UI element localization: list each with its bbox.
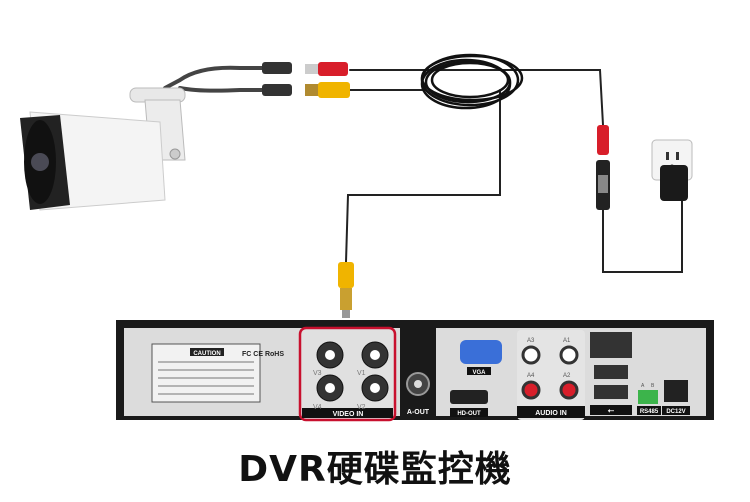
channel-label: V4 bbox=[313, 404, 322, 411]
power-adapter-line bbox=[602, 199, 683, 273]
rca-ports bbox=[521, 345, 579, 400]
audio-channel-label: A1 bbox=[563, 338, 571, 344]
bnc-video-connector bbox=[338, 262, 354, 318]
power-connector-red bbox=[318, 62, 348, 76]
camera-cable-upper bbox=[163, 65, 267, 90]
lan-port bbox=[590, 332, 632, 358]
channel-label: V3 bbox=[313, 370, 322, 377]
cable-coil bbox=[420, 53, 524, 110]
rs485-terminal bbox=[638, 390, 658, 404]
page-title: DVR硬碟監控機 bbox=[238, 449, 512, 490]
hd-out-label: HD-OUT bbox=[457, 411, 481, 417]
a-out-label: A-OUT bbox=[407, 409, 430, 416]
channel-label: V2 bbox=[357, 404, 366, 411]
dc12v-label: DC12V bbox=[666, 409, 685, 415]
power-adapter bbox=[651, 139, 693, 201]
video-connector-yellow bbox=[318, 82, 350, 98]
usb-icon: ⭠ bbox=[608, 406, 615, 415]
caution-label: CAUTION bbox=[193, 351, 220, 357]
audio-channel-label: A2 bbox=[563, 373, 571, 379]
rs485-label: RS485 bbox=[640, 409, 659, 415]
audio-in-label: AUDIO IN bbox=[535, 410, 567, 417]
camera-cable-lower bbox=[178, 86, 267, 93]
power-dc-connector bbox=[596, 125, 610, 210]
hdmi-port bbox=[450, 390, 488, 404]
cert-marks: FC CE RoHS bbox=[242, 351, 284, 358]
dc-jack bbox=[664, 380, 688, 402]
dvr-rear-panel bbox=[116, 320, 714, 422]
rs485-pin-label: A bbox=[641, 383, 645, 389]
video-cable-line bbox=[345, 89, 501, 263]
usb-port bbox=[594, 385, 628, 399]
camera-connectors bbox=[262, 62, 350, 98]
video-in-label: VIDEO IN bbox=[333, 411, 364, 418]
channel-label: V1 bbox=[357, 370, 366, 377]
audio-channel-label: A4 bbox=[527, 373, 535, 379]
audio-channel-label: A3 bbox=[527, 338, 535, 344]
vga-port bbox=[460, 340, 502, 364]
usb-port bbox=[594, 365, 628, 379]
vga-label: VGA bbox=[472, 370, 486, 376]
bullet-camera bbox=[20, 87, 186, 211]
rs485-pin-label: B bbox=[651, 383, 655, 389]
